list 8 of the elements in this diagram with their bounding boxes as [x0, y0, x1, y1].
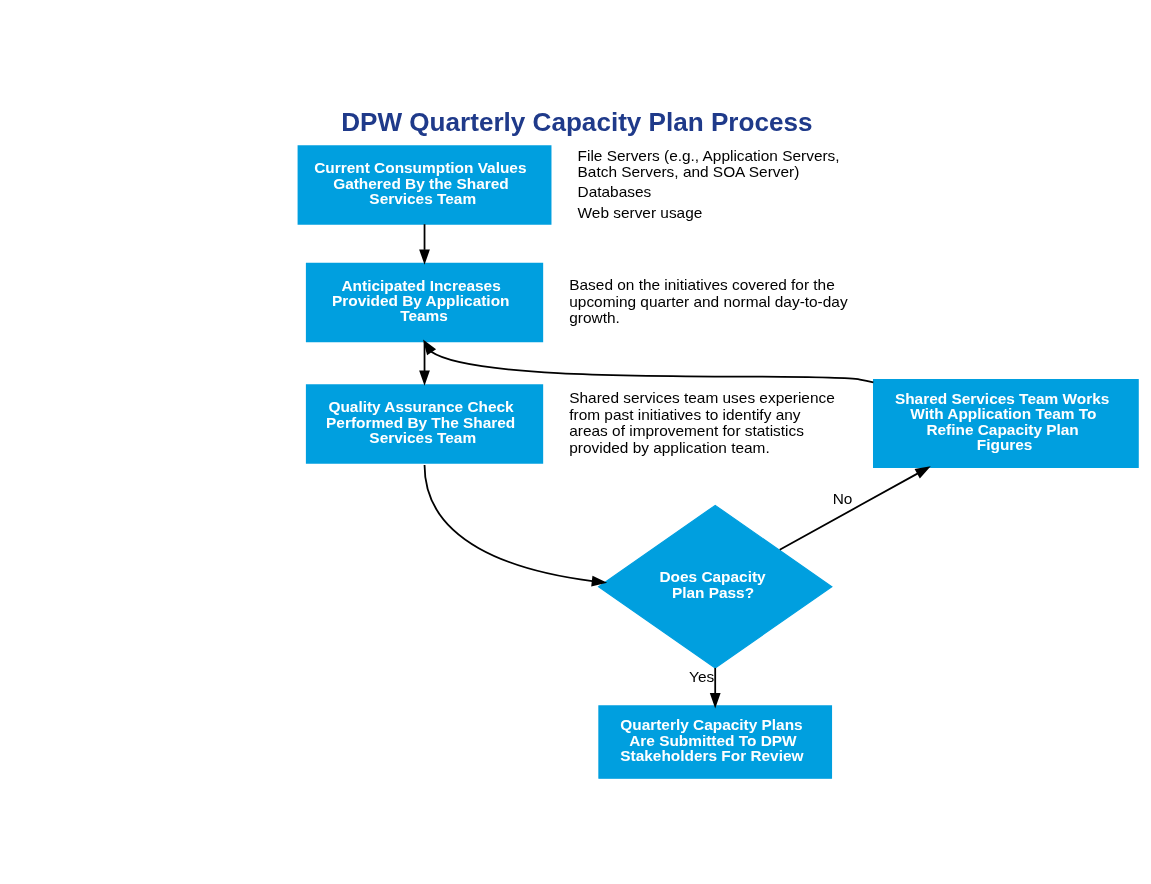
edge-label: No — [832, 489, 853, 507]
node-label: Databases — [577, 182, 652, 200]
node-label: File Servers (e.g., Application Servers, Batch Servers, and SOA Server) — [577, 146, 840, 180]
diagram-title: DPW Quarterly Capacity Plan Process — [341, 106, 813, 137]
node-label: Based on the initiatives covered for the upcoming quarter and normal day-to-day growth. — [569, 275, 848, 326]
edge-label: Yes — [689, 667, 715, 685]
node-label: Shared services team uses experience from past initiatives to identify any areas of improvement for statistics provided by application team. — [569, 388, 835, 456]
node-label: Web server usage — [577, 203, 703, 221]
